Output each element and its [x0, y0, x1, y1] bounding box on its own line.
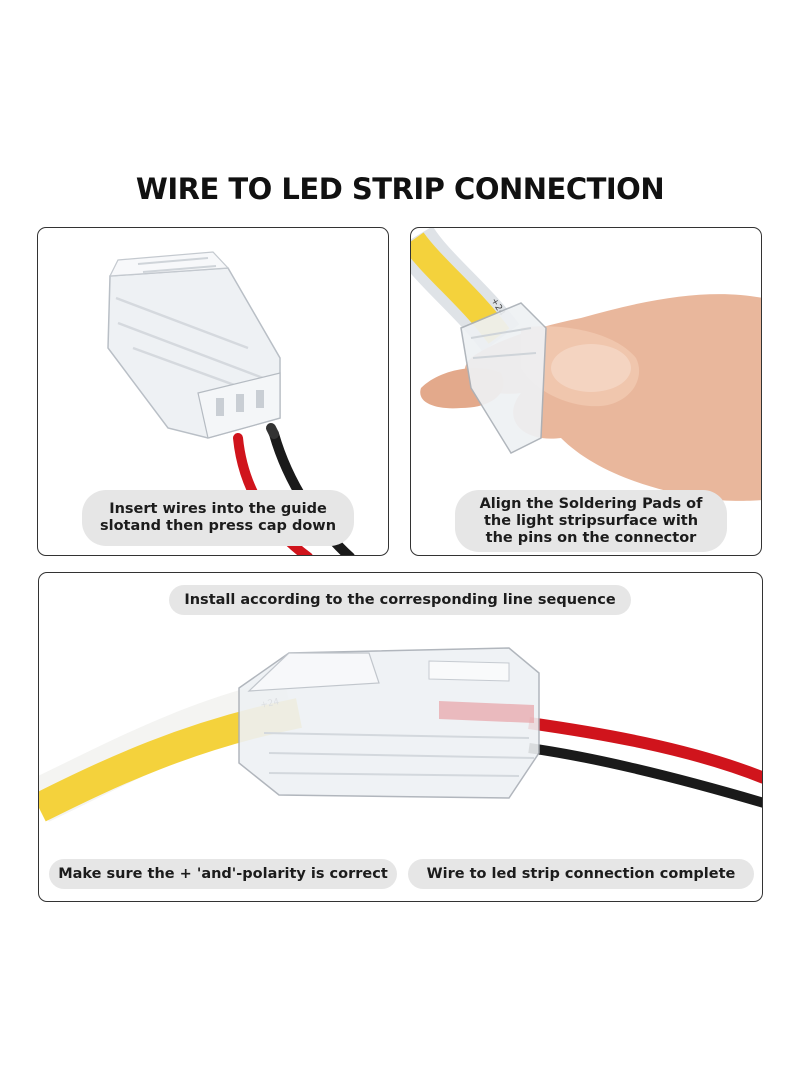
caption-line: Insert wires into the guide: [109, 501, 327, 517]
page-title: WIRE TO LED STRIP CONNECTION: [135, 172, 665, 206]
install-sequence-panel: +24 Install according to the correspondi…: [38, 572, 763, 902]
completed-connection-illustration: +24: [39, 647, 762, 822]
caption-line: the light stripsurface with: [483, 512, 699, 529]
step-align-pads-caption: Align the Soldering Pads of the light st…: [455, 490, 727, 552]
hand-holding-connector-photo: +24: [411, 228, 761, 501]
step-insert-wires-caption: Insert wires into the guide slotand then…: [82, 490, 354, 546]
install-sequence-caption: Install according to the corresponding l…: [169, 585, 631, 615]
polarity-caption: Make sure the + 'and'-polarity is correc…: [49, 859, 397, 889]
connector-with-wires-illustration: [107, 251, 355, 555]
caption-line: slotand then press cap down: [99, 518, 337, 534]
connection-complete-caption: Wire to led strip connection complete: [408, 859, 754, 889]
caption-line: Align the Soldering Pads of: [479, 495, 703, 512]
step-align-pads-panel: +24 Align the Soldering Pads of the ligh…: [410, 227, 762, 556]
caption-line: the pins on the connector: [485, 529, 697, 546]
step-insert-wires-panel: Insert wires into the guide slotand then…: [37, 227, 389, 556]
